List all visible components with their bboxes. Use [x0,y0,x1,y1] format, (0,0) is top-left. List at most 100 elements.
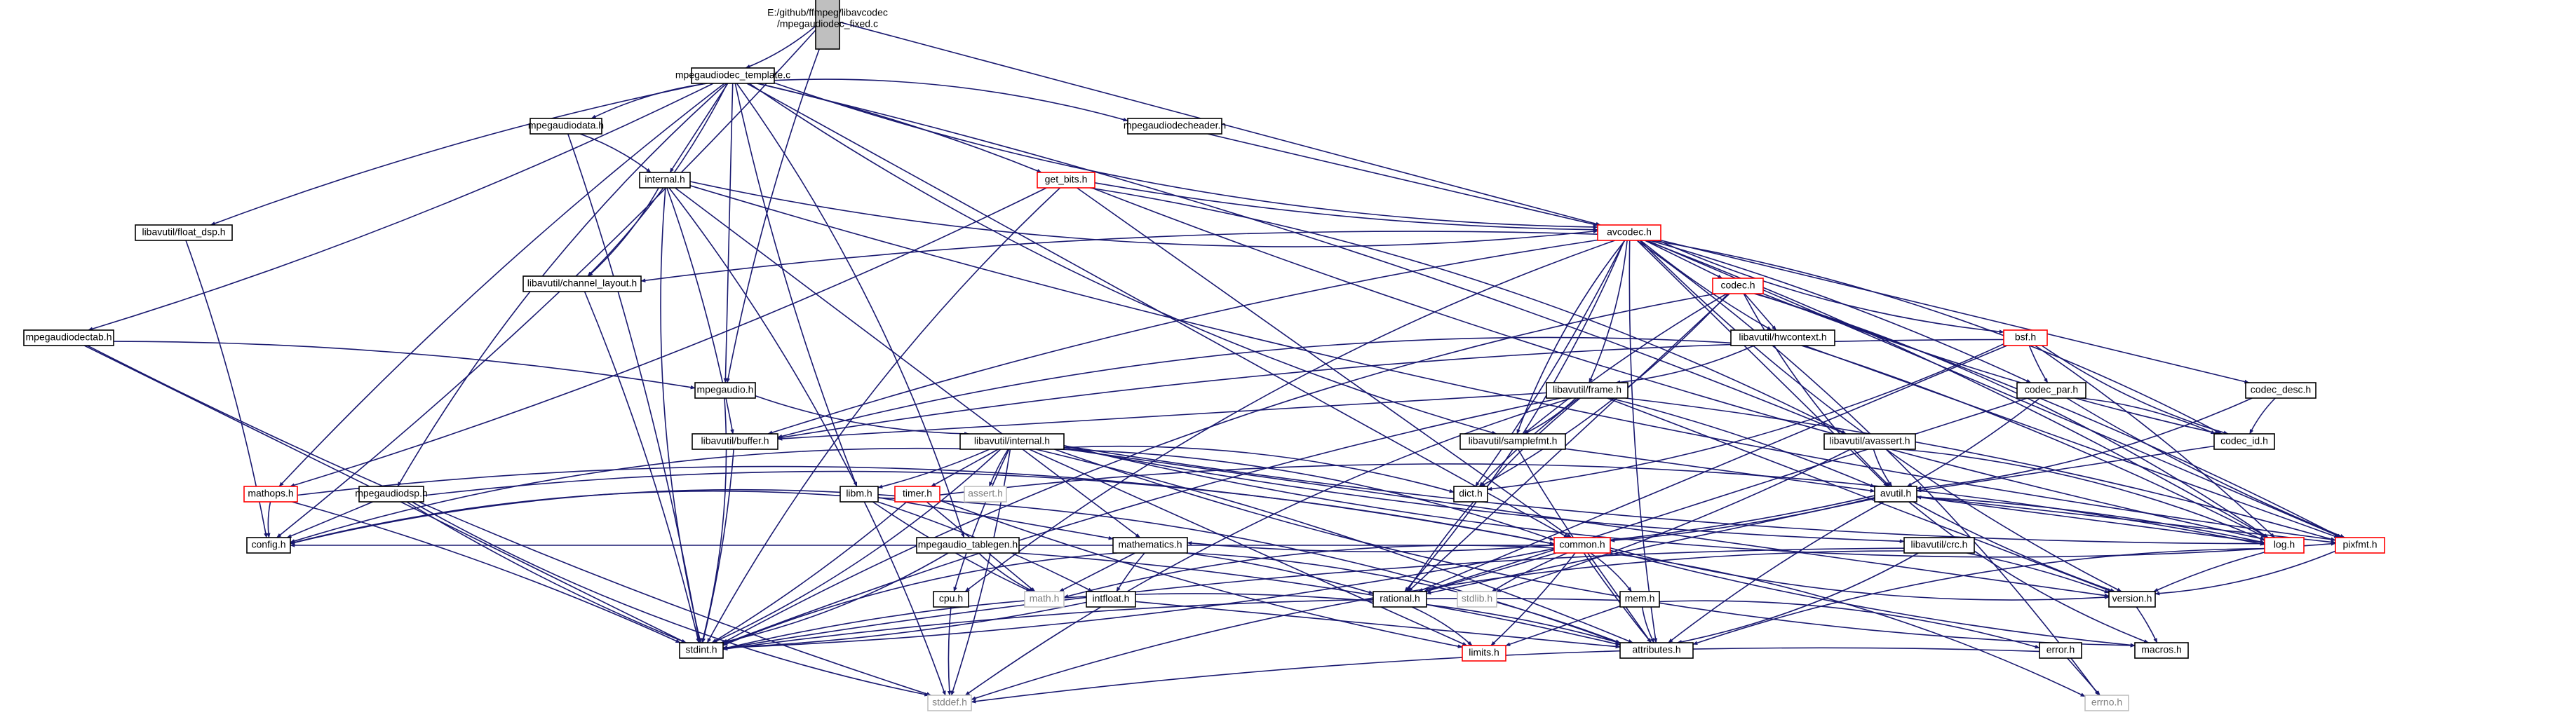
file-node-log[interactable]: log.h [2264,537,2305,554]
node-box-avutil [1874,486,1917,503]
edge-avcodec-to-rational [1404,240,1625,592]
edge-lavu_internal-to-common [1054,449,1555,541]
file-node-tmpl[interactable]: mpegaudiodec_template.c [675,67,790,84]
file-node-pixfmt[interactable]: pixfmt.h [2335,537,2385,554]
edge-tmpl-to-mpegaudiodsp [397,83,727,487]
file-node-timer[interactable]: timer.h [894,486,940,503]
file-node-common[interactable]: common.h [1553,537,1611,554]
edge-tmpl-to-avcodec [774,82,1598,229]
edge-mpegaudiodsp-to-config [286,501,373,538]
node-label-float_dsp: libavutil/float_dsp.h [142,226,225,238]
edge-tablegen-to-math [978,552,1034,592]
file-node-float_dsp[interactable]: libavutil/float_dsp.h [135,224,233,241]
file-node-avcodec[interactable]: avcodec.h [1597,224,1661,241]
edge-cpu-to-stddef [947,606,952,696]
edge-codec-to-avutil [1743,293,1891,487]
edge-avcodec-to-avutil [1636,240,1889,487]
edge-samplefmt-to-avutil [1565,448,1875,493]
edge-frame-to-stdint [722,397,1561,645]
edge-mpegaudiodsp-to-stddef [412,501,930,697]
node-box-buffer [692,433,778,450]
file-node-internal[interactable]: internal.h [639,172,691,189]
file-node-mpegaudiodecheader[interactable]: mpegaudiodecheader.h [1124,118,1226,135]
file-node-avassert[interactable]: libavutil/avassert.h [1823,433,1916,450]
node-label-hwcontext: libavutil/hwcontext.h [1739,332,1826,343]
edge-frame-to-buffer [777,392,1547,441]
file-node-samplefmt[interactable]: libavutil/samplefmt.h [1459,433,1566,450]
edge-avcodec-to-attributes [1628,240,1658,643]
file-node-macros[interactable]: macros.h [2134,642,2189,659]
edge-internal-to-channel_layout [588,187,659,277]
node-box-mem [1619,591,1660,608]
file-node-error[interactable]: error.h [2039,642,2082,659]
file-node-codec_par[interactable]: codec_par.h [2016,382,2086,399]
file-node-get_bits[interactable]: get_bits.h [1037,172,1095,189]
edge-avcodec-to-dict [1475,240,1626,487]
file-node-mpegaudio[interactable]: mpegaudio.h [694,382,756,399]
file-node-attributes[interactable]: attributes.h [1619,642,1694,659]
node-label-attributes: attributes.h [1632,644,1680,655]
edge-timer-to-stdint [711,501,908,643]
edge-root-to-config [276,29,816,538]
file-node-mathematics[interactable]: mathematics.h [1112,537,1188,554]
file-node-dict[interactable]: dict.h [1453,486,1488,503]
file-node-crc[interactable]: libavutil/crc.h [1903,537,1975,554]
file-node-avutil[interactable]: avutil.h [1874,486,1917,503]
node-label-errno: errno.h [2091,697,2122,708]
file-node-root[interactable]: E:/github/ffmpeg/libavcodec/mpegaudiodec… [767,0,888,50]
node-box-stdint [679,642,724,659]
file-node-intfloat[interactable]: intfloat.h [1086,591,1136,608]
edge-internal-to-buffer [666,187,734,435]
file-node-mpegaudiodata[interactable]: mpegaudiodata.h [528,118,604,135]
edge-mathematics-to-rational [1185,552,1374,594]
file-node-limits[interactable]: limits.h [1462,645,1506,662]
node-label-codec_id: codec_id.h [2220,435,2268,446]
file-node-channel_layout[interactable]: libavutil/channel_layout.h [522,275,642,292]
file-node-hwcontext[interactable]: libavutil/hwcontext.h [1730,329,1835,346]
edge-crc-to-attributes [1676,552,1919,644]
file-node-mpegaudiodectab[interactable]: mpegaudiodectab.h [23,329,114,346]
file-node-libm[interactable]: libm.h [839,486,879,503]
file-node-tablegen[interactable]: mpegaudio_tablegen.h [916,537,1020,554]
file-node-stdint[interactable]: stdint.h [679,642,724,659]
file-node-cpu[interactable]: cpu.h [933,591,969,608]
file-node-config[interactable]: config.h [246,537,291,554]
edge-avcodec-to-codec_desc [1660,240,2250,384]
file-node-bsf[interactable]: bsf.h [2003,329,2048,346]
file-node-codec_id[interactable]: codec_id.h [2213,433,2275,450]
edge-mem-to-attributes [1641,606,1655,643]
file-node-rational[interactable]: rational.h [1373,591,1427,608]
node-box-assert [964,486,1007,503]
node-box-mpegaudiodata [530,118,602,135]
edge-lavu_internal-to-stdint [712,449,1002,643]
file-node-lavu_internal[interactable]: libavutil/internal.h [959,433,1065,450]
file-node-buffer[interactable]: libavutil/buffer.h [692,433,778,450]
edge-tmpl-to-mpegaudiodectab [88,83,714,331]
edge-frame-to-version [1607,397,2112,592]
edge-error-to-errno [2067,657,2100,696]
node-box-mpegaudiodectab [23,329,114,346]
edge-lavu_internal-to-libm [877,449,990,489]
edge-avcodec-to-frame [1589,240,1628,383]
node-label-assert: assert.h [968,488,1003,499]
node-label-limits: limits.h [1469,647,1499,658]
file-node-frame[interactable]: libavutil/frame.h [1546,382,1628,399]
file-node-version[interactable]: version.h [2108,591,2156,608]
node-box-tablegen [916,537,1020,554]
file-node-codec_desc[interactable]: codec_desc.h [2245,382,2317,399]
node-box-version [2108,591,2156,608]
node-box-math [1024,591,1065,608]
file-node-codec[interactable]: codec.h [1712,278,1764,294]
node-box-codec [1712,278,1764,294]
file-node-mpegaudiodsp[interactable]: mpegaudiodsp.h [355,486,428,503]
node-label-macros: macros.h [2141,644,2182,655]
node-label-mpegaudio: mpegaudio.h [697,384,754,395]
edge-rational-to-attributes [1426,603,1621,644]
edge-codec_par-to-avutil [1906,397,2040,487]
node-box-samplefmt [1459,433,1566,450]
node-label-rational: rational.h [1380,593,1420,604]
file-node-mem[interactable]: mem.h [1619,591,1660,608]
edge-lavu_internal-to-dict [1063,445,1455,493]
file-node-mathops[interactable]: mathops.h [243,486,298,503]
node-box-stddef [927,695,972,711]
